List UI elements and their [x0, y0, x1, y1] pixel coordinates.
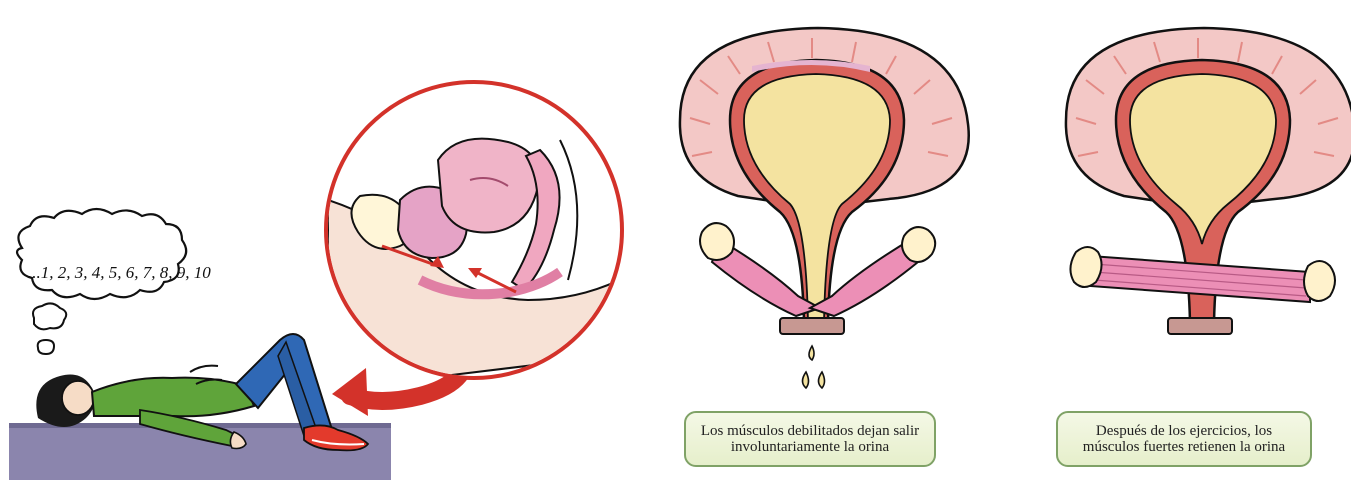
thought-bubble: ...1, 2, 3, 4, 5, 6, 7, 8, 9, 10: [17, 209, 211, 354]
bladder-weakened-diagram: [680, 28, 969, 388]
zoom-circle: [326, 82, 658, 390]
caption-weakened-muscles: Los músculos debilitados dejan salir inv…: [684, 411, 936, 467]
exercise-scene: ...1, 2, 3, 4, 5, 6, 7, 8, 9, 10: [9, 82, 658, 480]
bladder-strengthened-diagram: [1066, 28, 1351, 334]
counting-text: ...1, 2, 3, 4, 5, 6, 7, 8, 9, 10: [28, 263, 211, 282]
caption-strengthened-muscles: Después de los ejercicios, los músculos …: [1056, 411, 1312, 467]
